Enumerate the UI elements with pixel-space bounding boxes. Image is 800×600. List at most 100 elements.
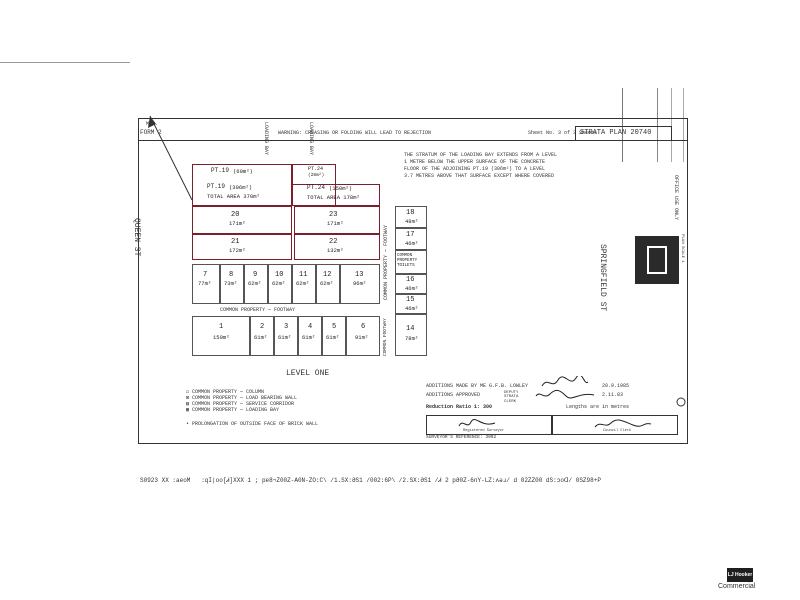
additions-line-2: ADDITIONS APPROVED — [426, 392, 481, 398]
scan-top-left-line — [0, 62, 130, 63]
brand-sub: Commercial — [718, 583, 756, 590]
brand-logo: LJ Hooker — [727, 568, 753, 582]
lot-number: 22 — [329, 238, 338, 246]
lot-number: 4 — [308, 323, 313, 331]
lot-1: 1 150m² — [192, 316, 250, 356]
legend-item: ◻ COMMON PROPERTY — COLUMN — [186, 389, 265, 395]
sheet-number: Sheet No. 3 of 3 Sheets — [528, 130, 598, 136]
legend-prolongation: • PROLONGATION OF OUTSIDE FACE OF BRICK … — [186, 421, 319, 427]
lot-4: 4 61m² — [298, 316, 322, 356]
legend: ◻ COMMON PROPERTY — COLUMN ⊠ COMMON PROP… — [186, 390, 297, 413]
lot-area: 96m² — [353, 280, 367, 287]
plan-title: STRATA PLAN 20740 — [580, 129, 652, 137]
lot-17: 17 46m² — [395, 228, 427, 250]
lot-area: 62m² — [272, 280, 286, 287]
additions-line-1: ADDITIONS MADE BY ME G.F.B. LOWLEY — [426, 383, 529, 389]
stratum-note: THE STRATUM OF THE LOADING BAY EXTENDS F… — [404, 153, 557, 179]
surveyor-signature-icon — [458, 418, 496, 427]
street-right-label: SPRINGFIELD ST — [598, 244, 607, 312]
lot-area: 77m² — [198, 280, 212, 287]
lot-22: 22 132m² — [294, 234, 380, 260]
lot-area: 62m² — [296, 280, 310, 287]
lot-number: 13 — [355, 271, 364, 279]
legend-item: ▨ COMMON PROPERTY — SERVICE CORRIDOR — [186, 401, 295, 407]
lot-number: 2 — [260, 323, 265, 331]
level-label: LEVEL ONE — [286, 369, 330, 378]
lot-area: (28m²) — [308, 173, 325, 178]
surveyor-reference: SURVEYOR'S REFERENCE: 3002 — [426, 435, 497, 440]
lot-5: 5 61m² — [322, 316, 346, 356]
lot-13: 13 96m² — [340, 264, 380, 304]
signature-box-surveyor: Registered Surveyor — [426, 415, 552, 435]
lot-number: 10 — [275, 271, 284, 279]
lot-number: 8 — [229, 271, 234, 279]
note-line: THE STRATUM OF THE LOADING BAY EXTENDS F… — [404, 152, 558, 158]
lot-area: 46m² — [405, 305, 419, 312]
lot-23: 23 171m² — [294, 206, 380, 234]
signature-box-council: Council Clerk — [552, 415, 678, 435]
legend-item: ⊠ COMMON PROPERTY — LOAD BEARING WALL — [186, 395, 298, 401]
loading-bay-label: LOADING BAY — [263, 122, 269, 156]
lot-number: 12 — [323, 271, 332, 279]
lot-area: 61m² — [326, 334, 340, 341]
lot-area: 62m² — [320, 280, 334, 287]
lot-number: 20 — [231, 211, 240, 219]
additions-date-2: 2.11.83 — [602, 392, 624, 398]
lot-total: TOTAL AREA 178m² — [307, 194, 360, 201]
lot-15: 15 46m² — [395, 294, 427, 314]
additions-clerk: DEPUTY STRATA CLERK — [504, 391, 519, 404]
lot-10: 10 62m² — [268, 264, 292, 304]
lot-number: 11 — [299, 271, 308, 279]
lot-3: 3 61m² — [274, 316, 298, 356]
scan-footer-text: S0923 XX :aeoM :qI|oo[Ꮧ]XXX 1 ; pe8¬Z00Z… — [140, 477, 601, 484]
lot-number: 9 — [253, 271, 258, 279]
lot-area: 62m² — [248, 280, 262, 287]
lot-area: 132m² — [327, 247, 344, 254]
north-arrow-icon — [148, 115, 193, 201]
lot-11: 11 62m² — [292, 264, 316, 304]
lot-area: 171m² — [229, 220, 246, 227]
legend-item: ▦ COMMON PROPERTY — LOADING BAY — [186, 407, 280, 413]
lot-number: 17 — [406, 231, 415, 239]
lot-number: PT.24 — [308, 166, 324, 172]
lot-12: 12 62m² — [316, 264, 340, 304]
lot-area: 78m² — [405, 335, 419, 342]
lot-16: 16 46m² — [395, 274, 427, 294]
lot-number: 21 — [231, 238, 240, 246]
form-label: FORM 2 — [140, 129, 162, 136]
lot-20: 20 171m² — [192, 206, 292, 234]
lot-8: 8 73m² — [220, 264, 244, 304]
lot-area: 46m² — [405, 240, 419, 247]
common-toilets: COMMON PROPERTY TOILETS — [395, 250, 427, 274]
lot-7: 7 77m² — [192, 264, 220, 304]
lot-pt24-main: PT.24 (150m²) TOTAL AREA 178m² — [292, 184, 380, 206]
margin-marker-inner — [647, 246, 667, 274]
surveyor-label: Registered Surveyor — [463, 429, 504, 433]
lot-layout: LOADING BAY LOADING BAY PT.19 (60m²) PT.… — [190, 122, 435, 365]
lot-2: 2 61m² — [250, 316, 274, 356]
footway-small-label: COMMON FOOTWAY — [383, 318, 388, 356]
footway-label: COMMON PROPERTY — FOOTWAY — [220, 307, 296, 313]
lot-area: 61m² — [254, 334, 268, 341]
lot-number: 16 — [406, 276, 415, 284]
lot-9: 9 62m² — [244, 264, 268, 304]
lot-number: 5 — [332, 323, 337, 331]
lot-total: TOTAL AREA 370m² — [207, 193, 260, 200]
lot-number: 14 — [406, 325, 415, 333]
scan-right-fragment — [622, 88, 689, 162]
lot-area: 46m² — [405, 285, 419, 292]
lot-area: 150m² — [213, 334, 230, 341]
strata-plan-sheet — [138, 118, 688, 444]
lot-number: 7 — [203, 271, 208, 279]
lot-area: 171m² — [327, 220, 344, 227]
lot-18: 18 48m² — [395, 206, 427, 228]
lot-area: (150m²) — [329, 185, 353, 192]
council-signature-icon — [594, 419, 652, 428]
lot-number: 1 — [219, 323, 224, 331]
lot-number: 3 — [284, 323, 289, 331]
lot-number: 18 — [406, 209, 415, 217]
lot-area: 73m² — [224, 280, 238, 287]
lot-area: 61m² — [278, 334, 292, 341]
seal-icon — [676, 397, 686, 407]
lot-21: 21 172m² — [192, 234, 292, 260]
